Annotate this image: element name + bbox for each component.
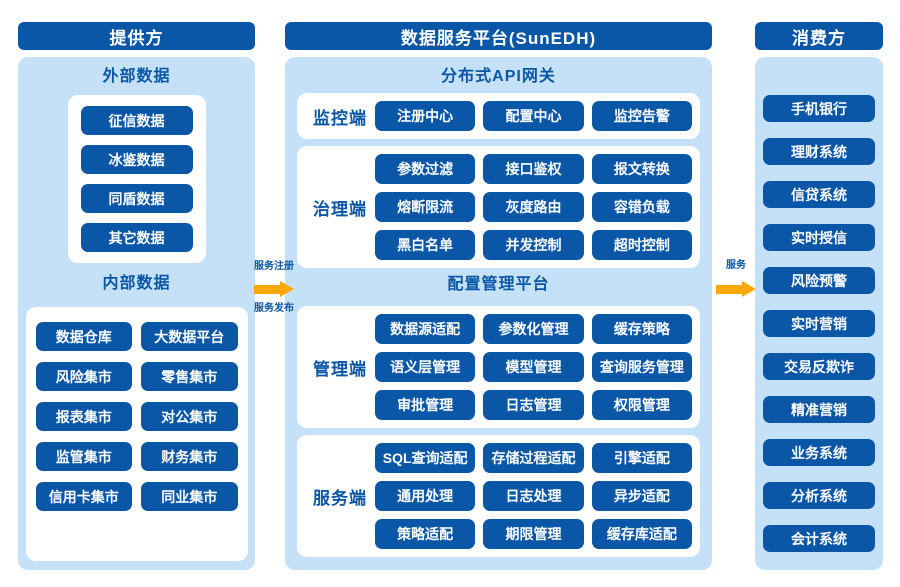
governance-item: 参数过滤 [375,154,476,184]
manage-item: 语义层管理 [375,352,476,382]
consumer-item: 理财系统 [763,138,875,165]
governance-label: 治理端 [313,199,367,219]
consumer-item: 实时营销 [763,310,875,337]
arrow-shaft [716,284,742,294]
external-data-item: 冰鉴数据 [80,145,193,174]
internal-data-item: 大数据平台 [141,322,238,351]
monitor-label: 监控端 [313,108,367,128]
service-arrow-label: 服务 [726,260,746,271]
external-data-item: 同盾数据 [80,184,193,213]
governance-item: 黑白名单 [375,230,476,260]
manage-grid: 数据源适配参数化管理缓存策略语义层管理模型管理查询服务管理审批管理日志管理权限管… [375,314,692,420]
service-grid: SQL查询适配存储过程适配引擎适配通用处理日志处理异步适配策略适配期限管理缓存库… [375,443,692,549]
service-publish-label: 服务发布 [254,303,294,314]
internal-data-title: 内部数据 [102,275,171,292]
governance-item: 熔断限流 [375,192,476,222]
manage-group: 管理端 数据源适配参数化管理缓存策略语义层管理模型管理查询服务管理审批管理日志管… [297,306,700,428]
internal-data-box: 数据仓库大数据平台风险集市零售集市报表集市对公集市监管集市财务集市信用卡集市同业… [25,307,248,561]
internal-data-item: 对公集市 [141,402,238,431]
manage-item: 数据源适配 [375,314,476,344]
consumer-item: 精准营销 [763,396,875,423]
manage-item: 参数化管理 [483,314,584,344]
governance-item: 接口鉴权 [483,154,584,184]
manage-item: 日志管理 [483,390,584,420]
governance-item: 灰度路由 [483,192,584,222]
consumer-item: 风险预警 [763,267,875,294]
monitor-item: 监控告警 [591,101,692,131]
governance-item: 容错负载 [591,192,692,222]
internal-data-item: 数据仓库 [35,322,132,351]
consumer-header: 消费方 [755,22,883,50]
governance-item: 超时控制 [591,230,692,260]
consumer-item: 业务系统 [763,439,875,466]
internal-data-item: 财务集市 [141,442,238,471]
governance-grid: 参数过滤接口鉴权报文转换熔断限流灰度路由容错负载黑白名单并发控制超时控制 [375,154,692,260]
external-data-item: 其它数据 [80,223,193,252]
internal-data-item: 信用卡集市 [35,482,132,511]
arrow-shaft [254,284,280,294]
provider-header: 提供方 [18,22,255,50]
internal-data-item: 报表集市 [35,402,132,431]
arrow-head-icon [742,281,756,297]
consumer-item: 交易反欺诈 [763,353,875,380]
manage-item: 查询服务管理 [591,352,692,382]
monitor-group: 监控端 注册中心配置中心监控告警 [297,93,700,139]
service-item: 日志处理 [483,481,584,511]
consumer-item: 分析系统 [763,482,875,509]
service-item: 通用处理 [375,481,476,511]
config-platform-title: 配置管理平台 [447,276,550,293]
service-item: 存储过程适配 [483,443,584,473]
api-gateway-title: 分布式API网关 [441,68,556,85]
external-data-box: 征信数据冰鉴数据同盾数据其它数据 [67,95,206,263]
manage-item: 缓存策略 [591,314,692,344]
service-register-label: 服务注册 [254,261,294,272]
service-item: 缓存库适配 [591,519,692,549]
monitor-grid: 注册中心配置中心监控告警 [375,101,692,131]
monitor-item: 配置中心 [483,101,584,131]
platform-to-consumer-arrow [716,281,756,297]
internal-data-item: 风险集市 [35,362,132,391]
internal-data-item: 零售集市 [141,362,238,391]
external-data-title: 外部数据 [102,68,171,85]
governance-item: 并发控制 [483,230,584,260]
service-group: 服务端 SQL查询适配存储过程适配引擎适配通用处理日志处理异步适配策略适配期限管… [297,435,700,557]
manage-item: 模型管理 [483,352,584,382]
platform-panel: 分布式API网关 监控端 注册中心配置中心监控告警 治理端 参数过滤接口鉴权报文… [285,57,712,570]
governance-group: 治理端 参数过滤接口鉴权报文转换熔断限流灰度路由容错负载黑白名单并发控制超时控制 [297,146,700,268]
consumer-item: 信贷系统 [763,181,875,208]
consumer-item: 手机银行 [763,95,875,122]
internal-data-item: 同业集市 [141,482,238,511]
provider-panel: 外部数据 征信数据冰鉴数据同盾数据其它数据 内部数据 数据仓库大数据平台风险集市… [18,57,255,570]
service-item: SQL查询适配 [375,443,476,473]
monitor-item: 注册中心 [375,101,476,131]
consumer-panel: 手机银行理财系统信贷系统实时授信风险预警实时营销交易反欺诈精准营销业务系统分析系… [755,57,883,570]
manage-item: 审批管理 [375,390,476,420]
governance-item: 报文转换 [591,154,692,184]
platform-header: 数据服务平台(SunEDH) [285,22,712,50]
internal-data-item: 监管集市 [35,442,132,471]
consumer-item: 会计系统 [763,525,875,552]
consumer-item: 实时授信 [763,224,875,251]
service-item: 策略适配 [375,519,476,549]
manage-label: 管理端 [313,359,367,379]
manage-item: 权限管理 [591,390,692,420]
service-label-side: 服务端 [313,488,367,508]
service-item: 异步适配 [591,481,692,511]
arrow-head-icon [280,281,294,297]
service-item: 引擎适配 [591,443,692,473]
service-item: 期限管理 [483,519,584,549]
external-data-item: 征信数据 [80,106,193,135]
provider-to-platform-arrow [254,281,294,297]
